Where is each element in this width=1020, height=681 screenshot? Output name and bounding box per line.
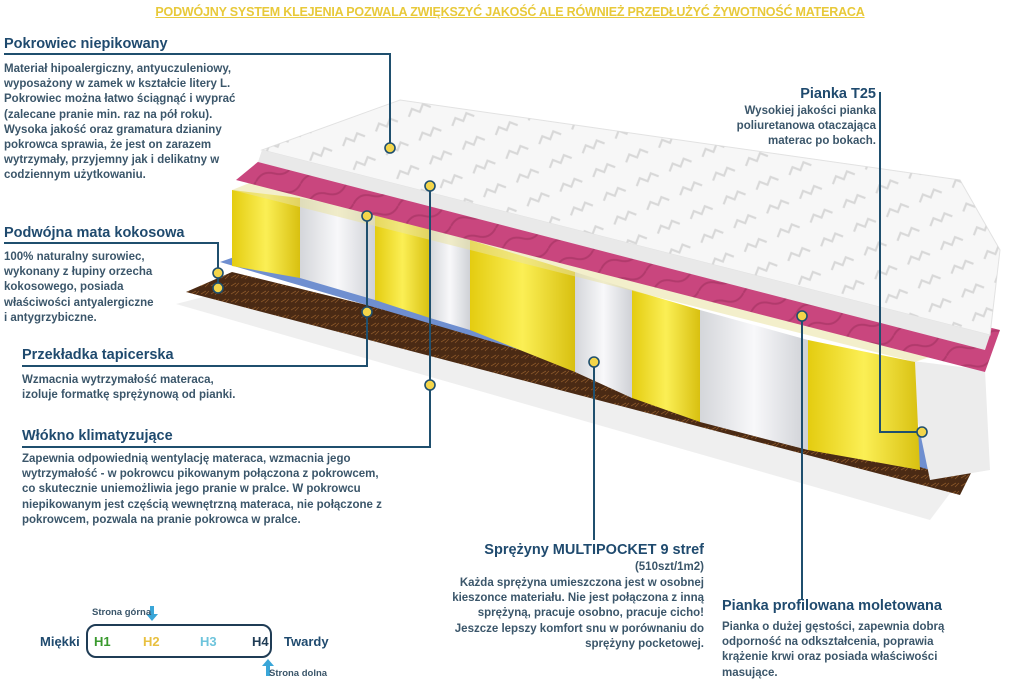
springs-title: Sprężyny MULTIPOCKET 9 stref <box>484 542 704 558</box>
coconut-description: 100% naturalny surowiec, wykonany z łupi… <box>4 251 154 324</box>
firmness-h2: H2 <box>143 634 160 649</box>
soft-label: Miękki <box>40 634 80 649</box>
marker-foam-t25 <box>916 426 928 438</box>
spacer-description: Wzmacnia wytrzymałość materaca, izoluje … <box>22 374 236 402</box>
leader-cover <box>4 53 391 148</box>
springs-description: Każda sprężyna umieszczona jest w osobne… <box>452 577 704 650</box>
leader-foam-t25 <box>879 92 922 433</box>
leader-spacer <box>22 216 368 367</box>
marker-spacer-bottom <box>361 306 373 318</box>
bottom-side-label: Strona dolna <box>269 668 328 679</box>
marker-fiber-top <box>424 180 436 192</box>
profiled-foam-description: Pianka o dużej gęstości, zapewnia dobrą … <box>722 621 945 679</box>
marker-coconut-top <box>212 267 224 279</box>
fiber-title: Włókno klimatyzujące <box>22 428 173 444</box>
firmness-h4: H4 <box>252 634 269 649</box>
banner-headline: PODWÓJNY SYSTEM KLEJENIA POZWALA ZWIĘKSZ… <box>155 5 865 19</box>
foam-t25-title: Pianka T25 <box>800 86 876 102</box>
firmness-h1: H1 <box>94 634 111 649</box>
marker-springs <box>588 356 600 368</box>
marker-spacer-top <box>361 210 373 222</box>
profiled-foam-layer <box>236 152 1000 372</box>
marker-fiber-bottom <box>424 379 436 391</box>
coconut-title: Podwójna mata kokosowa <box>4 225 185 241</box>
leader-lines <box>4 53 922 600</box>
leader-fiber <box>22 186 431 448</box>
base-foam-layer <box>176 290 960 520</box>
firmness-h3: H3 <box>200 634 217 649</box>
cover-description: Materiał hipoalergiczny, antyuczuleniowy… <box>4 63 236 182</box>
springs-subtitle: (510szt/1m2) <box>634 561 704 573</box>
firmness-scale-box <box>86 624 272 658</box>
marker-profiled-foam <box>796 310 808 322</box>
foam-t25-description: Wysokiej jakości pianka poliuretanowa ot… <box>736 105 876 148</box>
marker-cover <box>384 142 396 154</box>
top-side-arrow-icon <box>146 606 158 621</box>
bottom-side-arrow-icon <box>262 659 274 676</box>
profiled-foam-title: Pianka profilowana moletowana <box>722 598 942 614</box>
spring-zones <box>232 190 920 470</box>
fiber-description: Zapewnia odpowiednią wentylację materaca… <box>22 453 382 526</box>
firmness-arrows <box>146 606 274 676</box>
marker-coconut-bottom <box>212 282 224 294</box>
t25-side-foam <box>905 360 990 480</box>
marker-dots <box>212 142 928 438</box>
top-side-label: Strona górna <box>92 607 152 618</box>
hard-label: Twardy <box>284 634 329 649</box>
cover-title: Pokrowiec niepikowany <box>4 36 168 52</box>
spacer-title: Przekładka tapicerska <box>22 347 174 363</box>
